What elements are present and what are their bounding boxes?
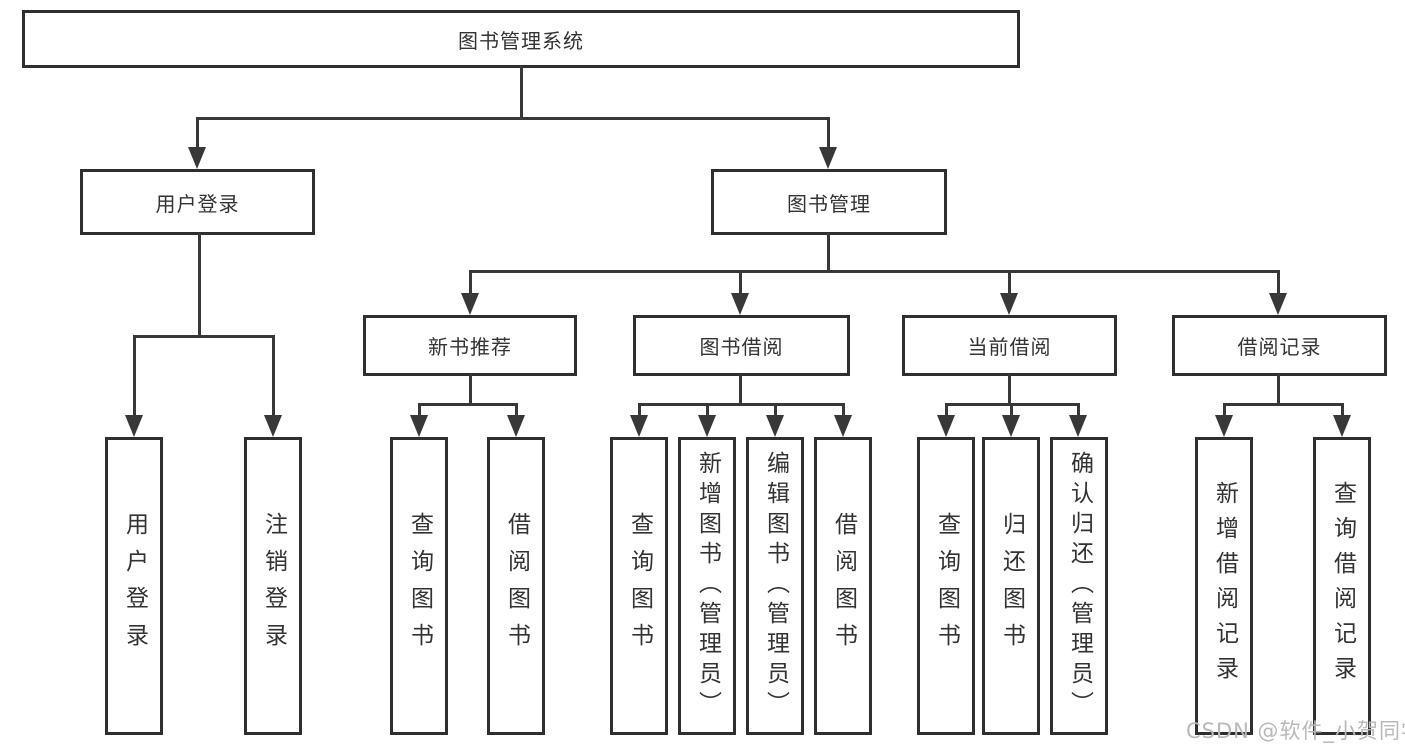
arrow-down-icon [188,147,206,169]
connector-recommend-bus [418,403,518,406]
connector-level3-bus [469,270,1280,273]
leaf-borrow-borrow-books-label: 借阅图书 [830,512,857,660]
node-root-label: 图书管理系统 [458,28,584,53]
arrow-down-icon [410,415,428,437]
connector-user-login-bus [133,335,274,338]
leaf-current-query-books: 查询图书 [917,437,975,735]
leaf-logout: 注销登录 [244,437,302,735]
connector-stub [842,403,845,419]
connector-book-management-stem [827,233,830,273]
connector-stub [945,403,948,419]
watermark: CSDN @软件_小贺同学 [1186,719,1405,743]
node-borrow-record: 借阅记录 [1172,315,1387,376]
connector-stub [706,403,709,419]
connector-stub [515,403,518,419]
arrow-down-icon [1002,415,1020,437]
node-book-management: 图书管理 [711,169,947,235]
connector-stub [827,117,830,151]
connector-book-borrow-stem [739,374,742,406]
arrow-down-icon [1000,293,1018,315]
leaf-logout-label: 注销登录 [260,512,287,660]
node-current-borrow: 当前借阅 [902,315,1117,376]
arrow-down-icon [507,415,525,437]
connector-stub [774,403,777,419]
leaf-user-login: 用户登录 [105,437,163,735]
connector-level2-bus [196,117,830,120]
node-root: 图书管理系统 [22,10,1020,68]
connector-stub [272,335,275,417]
arrow-down-icon [819,147,837,169]
leaf-recommend-borrow-books: 借阅图书 [487,437,545,735]
connector-stub [196,117,199,151]
leaf-current-return-books-label: 归还图书 [998,512,1025,660]
arrow-down-icon [1333,415,1351,437]
arrow-down-icon [264,415,282,437]
leaf-borrow-add-books-admin: 新增图书（管理员） [678,437,736,735]
node-user-login-label: 用户登录 [155,191,240,216]
arrow-down-icon [766,415,784,437]
connector-stub [1341,403,1344,419]
connector-stub [469,270,472,298]
arrow-down-icon [630,415,648,437]
connector-stub [1008,270,1011,298]
connector-stub [418,403,421,419]
node-book-borrow-label: 图书借阅 [699,335,784,359]
arrow-down-icon [937,415,955,437]
connector-borrow-record-bus [1223,403,1343,406]
leaf-recommend-query-books-label: 查询图书 [406,512,433,660]
connector-stub [1010,403,1013,419]
leaf-recommend-borrow-books-label: 借阅图书 [503,512,530,660]
node-new-book-recommend-label: 新书推荐 [428,335,512,359]
connector-stub [1223,403,1226,419]
leaf-current-confirm-return-admin-label: 确认归还（管理员） [1066,451,1093,721]
node-current-borrow-label: 当前借阅 [967,335,1052,359]
leaf-borrow-edit-books-admin-label: 编辑图书（管理员） [762,451,789,721]
node-book-borrow: 图书借阅 [633,315,850,376]
node-user-login: 用户登录 [80,169,315,235]
leaf-borrow-query-books-label: 查询图书 [626,512,653,660]
connector-current-borrow-stem [1008,374,1011,406]
leaf-record-query-borrow-record-label: 查询借阅记录 [1329,481,1356,691]
leaf-user-login-label: 用户登录 [121,512,148,660]
node-book-management-label: 图书管理 [787,191,871,216]
connector-root-stem [520,66,523,118]
arrow-down-icon [731,293,749,315]
connector-borrow-record-stem [1277,374,1280,406]
connector-recommend-stem [469,374,472,406]
connector-stub [638,403,641,419]
arrow-down-icon [834,415,852,437]
leaf-current-query-books-label: 查询图书 [933,512,960,660]
arrow-down-icon [461,293,479,315]
leaf-current-return-books: 归还图书 [982,437,1040,735]
leaf-borrow-add-books-admin-label: 新增图书（管理员） [694,451,721,721]
leaf-borrow-borrow-books: 借阅图书 [814,437,872,735]
arrow-down-icon [1269,293,1287,315]
connector-stub [739,270,742,298]
connector-user-login-stem [198,233,201,338]
leaf-record-add-borrow-record-label: 新增借阅记录 [1211,481,1238,691]
node-new-book-recommend: 新书推荐 [363,315,577,376]
leaf-current-confirm-return-admin: 确认归还（管理员） [1050,437,1108,735]
leaf-borrow-edit-books-admin: 编辑图书（管理员） [746,437,804,735]
connector-stub [1077,403,1080,419]
node-borrow-record-label: 借阅记录 [1237,335,1322,359]
connector-stub [1277,270,1280,298]
connector-book-borrow-bus [638,403,845,406]
arrow-down-icon [125,415,143,437]
connector-stub [133,335,136,417]
arrow-down-icon [1069,415,1087,437]
leaf-record-query-borrow-record: 查询借阅记录 [1313,437,1371,735]
leaf-recommend-query-books: 查询图书 [390,437,448,735]
leaf-borrow-query-books: 查询图书 [610,437,668,735]
arrow-down-icon [1215,415,1233,437]
leaf-record-add-borrow-record: 新增借阅记录 [1195,437,1253,735]
arrow-down-icon [698,415,716,437]
